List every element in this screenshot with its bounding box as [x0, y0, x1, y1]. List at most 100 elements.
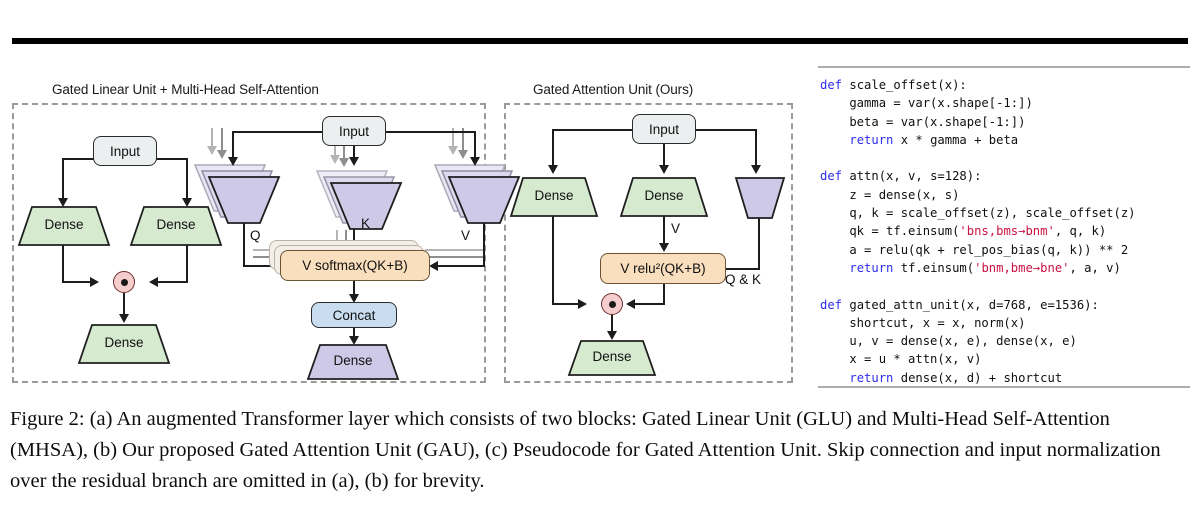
gau-attn-gate-arrow: [626, 298, 635, 309]
mhsa-concat-to-dense-arrow: [348, 336, 359, 345]
code-text: q, k = scale_offset(z), scale_offset(z): [820, 206, 1136, 221]
glu-input-split-left: [62, 158, 95, 160]
glu-gate-out-arrow: [118, 314, 129, 323]
mhsa-fanout-k-arrow: [348, 157, 359, 166]
glu-branch-right-arrow: [181, 198, 192, 207]
glu-dense-out-label: Dense: [104, 335, 144, 350]
gau-label-v: V: [671, 221, 681, 236]
code-text: gamma = var(x.shape[-1:]): [820, 96, 1033, 111]
gau-input-box: Input: [632, 114, 696, 144]
mhsa-attn-ghost-feed-right-2: [425, 256, 485, 258]
code-keyword: def: [820, 297, 843, 312]
gau-attn-down: [663, 283, 665, 305]
code-line: x = u * attn(x, v): [820, 350, 1136, 368]
gau-fanout-left-arrow: [547, 165, 558, 174]
code-text: u, v = dense(x, e), dense(x, e): [820, 334, 1077, 349]
mhsa-ghost-q-arrow-2-line: [221, 128, 223, 152]
mhsa-attention-box: V softmax(QK+B): [280, 250, 430, 281]
glu-dense-left-label: Dense: [44, 217, 84, 232]
glu-dense-out: Dense: [77, 324, 171, 364]
code-line: return tf.einsum('bnm,bme→bne', a, v): [820, 259, 1136, 277]
gau-fanout-mid-down: [663, 143, 665, 168]
mhsa-input-label: Input: [338, 123, 370, 139]
glu-branch-left-down: [62, 158, 64, 200]
mhsa-fanout-q-down: [232, 131, 234, 160]
gau-attention-label: V relu²(QK+B): [620, 261, 706, 276]
glu-gate-in-right: [157, 281, 188, 283]
mhsa-input-box: Input: [322, 116, 386, 146]
gau-dense-v-label: Dense: [644, 188, 684, 203]
code-line: z = dense(x, s): [820, 186, 1136, 204]
gau-attn-into-gate: [634, 303, 665, 305]
mhsa-fanout-right: [384, 131, 476, 133]
code-keyword: return: [849, 260, 894, 275]
mhsa-k-ghost-line-1: [336, 230, 338, 243]
code-text: attn(x, v, s=128):: [842, 169, 982, 184]
gau-label-qk: Q & K: [725, 272, 762, 287]
gau-fanout-left: [552, 129, 634, 131]
gau-input-label: Input: [648, 121, 680, 137]
code-text: beta = var(x.shape[-1:]): [820, 114, 1026, 129]
mhsa-proj-v: [447, 176, 521, 224]
mhsa-fanout-left: [232, 131, 324, 133]
gau-gate-out-down: [611, 314, 613, 334]
mhsa-proj-k: [329, 182, 403, 230]
glu-dense-left: Dense: [17, 206, 111, 246]
mhsa-dense-out-label: Dense: [333, 353, 373, 368]
mhsa-attn-ghost-feed-1: [253, 249, 279, 251]
mhsa-attn-to-concat: [353, 280, 355, 298]
code-line: u, v = dense(x, e), dense(x, e): [820, 332, 1136, 350]
mhsa-ghost-v-arrow-1-head: [447, 146, 458, 155]
mhsa-proj-q: [207, 176, 281, 224]
gau-v-down: [663, 216, 665, 246]
code-text: shortcut, x = x, norm(x): [820, 315, 1026, 330]
gau-dense-out: Dense: [567, 340, 657, 376]
gau-gate-out-arrow: [606, 331, 617, 340]
gau-qk-into-attn: [724, 268, 760, 270]
code-text: z = dense(x, s): [820, 187, 960, 202]
glu-gate-arrow-right: [149, 276, 158, 287]
code-text: , a, v): [1069, 260, 1121, 275]
code-line: gamma = var(x.shape[-1:]): [820, 94, 1136, 112]
panel-b-title: Gated Attention Unit (Ours): [533, 82, 694, 97]
mhsa-fanout-k-down: [353, 145, 355, 160]
mhsa-label-q: Q: [250, 228, 261, 243]
gau-dense-u-label: Dense: [534, 188, 574, 203]
code-text: tf.einsum(: [893, 260, 975, 275]
code-rule-top: [818, 66, 1190, 68]
glu-input-box: Input: [93, 136, 157, 166]
code-keyword: return: [849, 132, 894, 147]
mhsa-ghost-k-arrow-1-line: [334, 146, 336, 158]
code-line: shortcut, x = x, norm(x): [820, 314, 1136, 332]
glu-input-label: Input: [109, 143, 141, 159]
code-line: a = relu(qk + rel_pos_bias(q, k)) ** 2: [820, 241, 1136, 259]
gau-fanout-mid-arrow: [658, 165, 669, 174]
mhsa-ghost-q-arrow-1-head: [206, 146, 217, 155]
glu-dense-right: Dense: [129, 206, 223, 246]
code-text: [820, 371, 849, 385]
code-string: 'bnm,bme→bne': [974, 260, 1070, 275]
code-line: q, k = scale_offset(z), scale_offset(z): [820, 204, 1136, 222]
mhsa-label-v: V: [461, 228, 471, 243]
glu-gate-arrow-left: [90, 276, 99, 287]
glu-gate-in-left: [62, 281, 92, 283]
page-top-rule: [12, 38, 1188, 44]
code-line: [820, 277, 1136, 295]
panel-c-pseudocode: def scale_offset(x): gamma = var(x.shape…: [818, 66, 1190, 388]
mhsa-ghost-q-arrow-2-head: [216, 150, 227, 159]
mhsa-attention-label: V softmax(QK+B): [302, 258, 408, 273]
glu-branch-left-arrow: [57, 198, 68, 207]
mhsa-ghost-v-arrow-1-line: [452, 128, 454, 148]
gau-u-down: [552, 216, 554, 305]
gau-fanout-right-arrow: [750, 165, 761, 174]
gau-u-into-gate: [552, 303, 581, 305]
gau-dense-v: Dense: [619, 177, 709, 217]
code-line: beta = var(x.shape[-1:]): [820, 113, 1136, 131]
mhsa-v-down: [483, 222, 485, 267]
code-text: a = relu(qk + rel_pos_bias(q, k)) ** 2: [820, 242, 1129, 257]
gau-v-arrow: [658, 243, 669, 252]
gau-attention-box: V relu²(QK+B): [600, 253, 726, 284]
mhsa-fanout-v-down: [474, 131, 476, 160]
mhsa-concat-label: Concat: [332, 307, 376, 323]
code-text: gated_attn_unit(x, d=768, e=1536):: [842, 297, 1099, 312]
